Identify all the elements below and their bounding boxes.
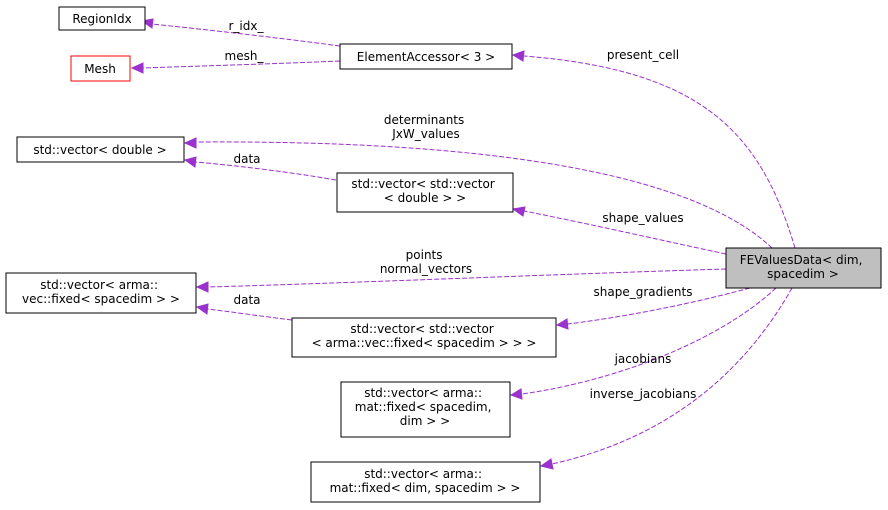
edge-shape-values-label: shape_values: [602, 211, 683, 225]
node-vector-mat-spacedim-dim[interactable]: std::vector< arma:: mat::fixed< spacedim…: [340, 381, 511, 438]
edge-data-double-line: [195, 161, 337, 181]
edge-determinants-line: [195, 141, 773, 249]
edge-jacobians-line: [521, 287, 777, 395]
edge-shape-gradients-label: shape_gradients: [593, 285, 692, 299]
node-vector-vector-double-label: std::vector< std::vector < double > >: [351, 177, 498, 205]
edge-mesh: mesh_: [130, 49, 341, 74]
node-vector-mat-dim-spacedim-box: [310, 461, 541, 503]
edge-points-line: [207, 268, 727, 288]
edge-mesh-line: [141, 60, 341, 69]
node-fevalues-data[interactable]: FEValuesData< dim, spacedim >: [725, 247, 882, 289]
node-fevalues-data-label: FEValuesData< dim, spacedim >: [740, 253, 867, 281]
edge-present-cell-arrowhead: [511, 50, 525, 62]
edge-data-double: data: [183, 152, 337, 181]
node-vector-mat-spacedim-dim-box: [340, 381, 511, 438]
edge-present-cell-label: present_cell: [607, 48, 679, 62]
edge-present-cell-line: [523, 55, 796, 249]
node-vector-vector-double-box: [336, 172, 514, 213]
edge-shape-values-line: [523, 210, 727, 255]
node-vector-double-label: std::vector< double >: [33, 143, 166, 157]
edge-jacobians: jacobians: [509, 287, 777, 400]
node-fevalues-data-box: [725, 247, 882, 289]
edge-points: points normal_vectors: [195, 248, 727, 293]
node-element-accessor[interactable]: ElementAccessor< 3 >: [339, 43, 513, 70]
node-region-idx[interactable]: RegionIdx: [58, 6, 146, 31]
node-vector-vector-vec-fixed-label: std::vector< std::vector < arma::vec::fi…: [312, 322, 537, 350]
node-vector-vector-double[interactable]: std::vector< std::vector < double > >: [336, 172, 514, 213]
edge-inverse-jacobians-label: inverse_jacobians: [590, 387, 697, 401]
edge-data-vec-arrowhead: [195, 303, 209, 315]
edge-determinants-arrowhead: [183, 137, 197, 149]
edge-inverse-jacobians-arrowhead: [539, 458, 554, 470]
edge-shape-gradients-line: [567, 287, 751, 325]
edge-data-vec-line: [207, 308, 293, 321]
edge-data-double-label: data: [233, 152, 260, 166]
node-mesh[interactable]: Mesh: [70, 55, 131, 82]
edge-data-vec-label: data: [233, 293, 260, 307]
node-vector-vec-fixed-label: std::vector< arma:: vec::fixed< spacedim…: [22, 278, 180, 306]
edge-determinants-label: determinants JxW_values: [384, 113, 468, 141]
edge-data-vec: data: [195, 293, 293, 321]
node-region-idx-box: [58, 6, 146, 31]
node-mesh-label: Mesh: [84, 62, 116, 76]
edge-points-arrowhead: [195, 281, 209, 293]
edge-points-label: points normal_vectors: [380, 248, 472, 276]
node-vector-mat-spacedim-dim-label: std::vector< arma:: mat::fixed< spacedim…: [355, 386, 495, 428]
node-element-accessor-label: ElementAccessor< 3 >: [357, 50, 495, 64]
edge-shape-values: shape_values: [511, 206, 727, 255]
node-region-idx-label: RegionIdx: [72, 12, 131, 26]
edge-jacobians-arrowhead: [509, 388, 523, 400]
edge-determinants: determinants JxW_values: [183, 113, 773, 249]
edge-inverse-jacobians-line: [551, 287, 793, 465]
edge-data-double-arrowhead: [183, 156, 197, 168]
node-mesh-box: [70, 55, 131, 82]
edge-r-idx-label: r_idx_: [229, 19, 265, 33]
node-vector-vec-fixed[interactable]: std::vector< arma:: vec::fixed< spacedim…: [5, 272, 197, 314]
edge-mesh-arrowhead: [130, 62, 144, 74]
node-element-accessor-box: [339, 43, 513, 70]
node-vector-mat-dim-spacedim[interactable]: std::vector< arma:: mat::fixed< dim, spa…: [310, 461, 541, 503]
node-vector-double[interactable]: std::vector< double >: [16, 136, 185, 163]
edge-mesh-label: mesh_: [225, 49, 265, 63]
edge-inverse-jacobians: inverse_jacobians: [539, 287, 793, 470]
edge-shape-gradients-arrowhead: [555, 318, 569, 330]
node-vector-vec-fixed-box: [5, 272, 197, 314]
node-vector-mat-dim-spacedim-label: std::vector< arma:: mat::fixed< dim, spa…: [330, 467, 521, 495]
edge-jacobians-label: jacobians: [614, 352, 672, 366]
node-vector-vector-vec-fixed-box: [291, 317, 557, 358]
edge-present-cell: present_cell: [511, 48, 796, 249]
edge-r-idx-line: [151, 23, 341, 47]
node-vector-vector-vec-fixed[interactable]: std::vector< std::vector < arma::vec::fi…: [291, 317, 557, 358]
edge-r-idx: r_idx_: [140, 18, 341, 47]
edge-shape-values-arrowhead: [511, 206, 526, 217]
edge-shape-gradients: shape_gradients: [555, 285, 751, 330]
node-vector-double-box: [16, 136, 185, 163]
